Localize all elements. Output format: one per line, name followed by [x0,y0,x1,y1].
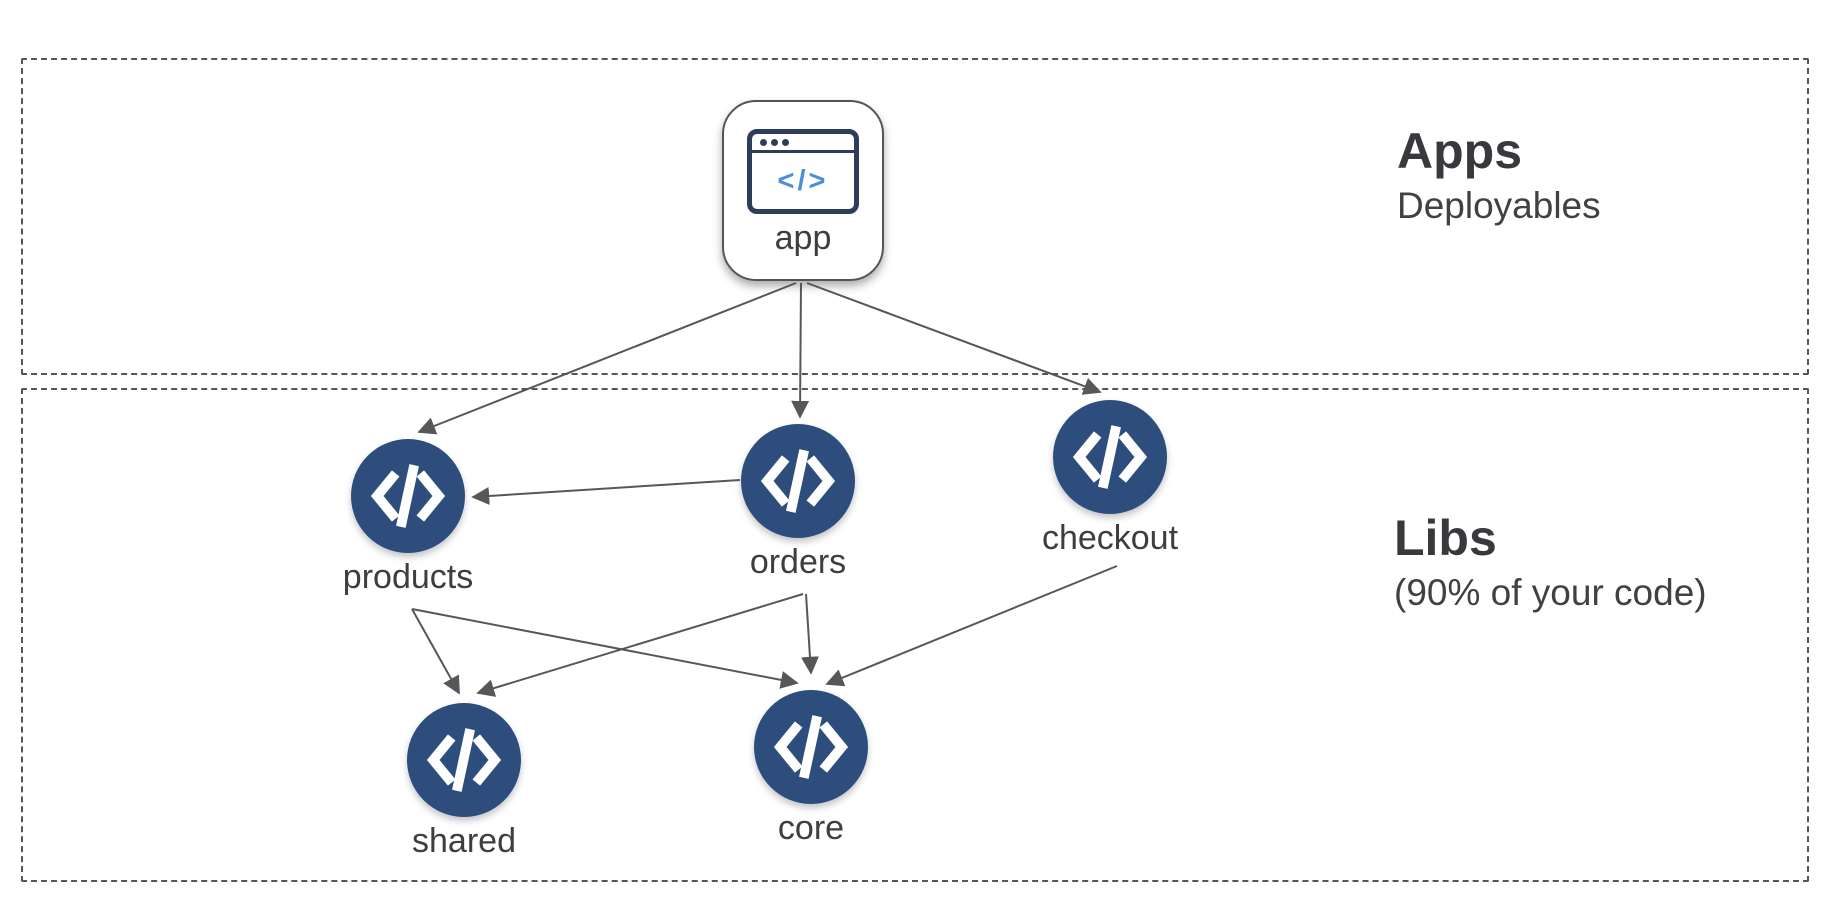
lib-node-orders: orders [741,424,855,581]
apps-section-title: Apps [1397,123,1522,179]
lib-node-shared: shared [407,703,521,860]
lib-node-products: products [343,439,473,596]
window-dot-icon [782,139,789,146]
window-dot-icon [760,139,767,146]
apps-section-label: Apps Deployables [1397,123,1601,228]
code-circle-icon [754,690,868,804]
libs-section-subtitle: (90% of your code) [1394,571,1707,613]
libs-section-title: Libs [1394,510,1497,566]
lib-node-label: checkout [1041,519,1179,557]
code-circle-icon [1053,400,1167,514]
code-circle-icon [351,439,465,553]
lib-node-label: shared [412,822,516,860]
libs-section-box [21,388,1809,882]
apps-section-subtitle: Deployables [1397,184,1601,226]
lib-node-checkout: checkout [1042,400,1178,557]
app-node-label: app [774,219,832,257]
browser-content: </> [752,153,854,209]
lib-node-label: core [777,809,845,847]
browser-titlebar [752,134,854,153]
code-circle-icon [407,703,521,817]
code-circle-icon [741,424,855,538]
browser-window-icon: </> [747,129,859,214]
lib-node-label: orders [749,543,847,581]
lib-node-label: products [342,558,474,596]
lib-node-core: core [754,690,868,847]
window-dot-icon [771,139,778,146]
code-glyph: </> [777,164,829,197]
libs-section-label: Libs (90% of your code) [1394,510,1707,615]
app-node: </> app [722,100,884,281]
